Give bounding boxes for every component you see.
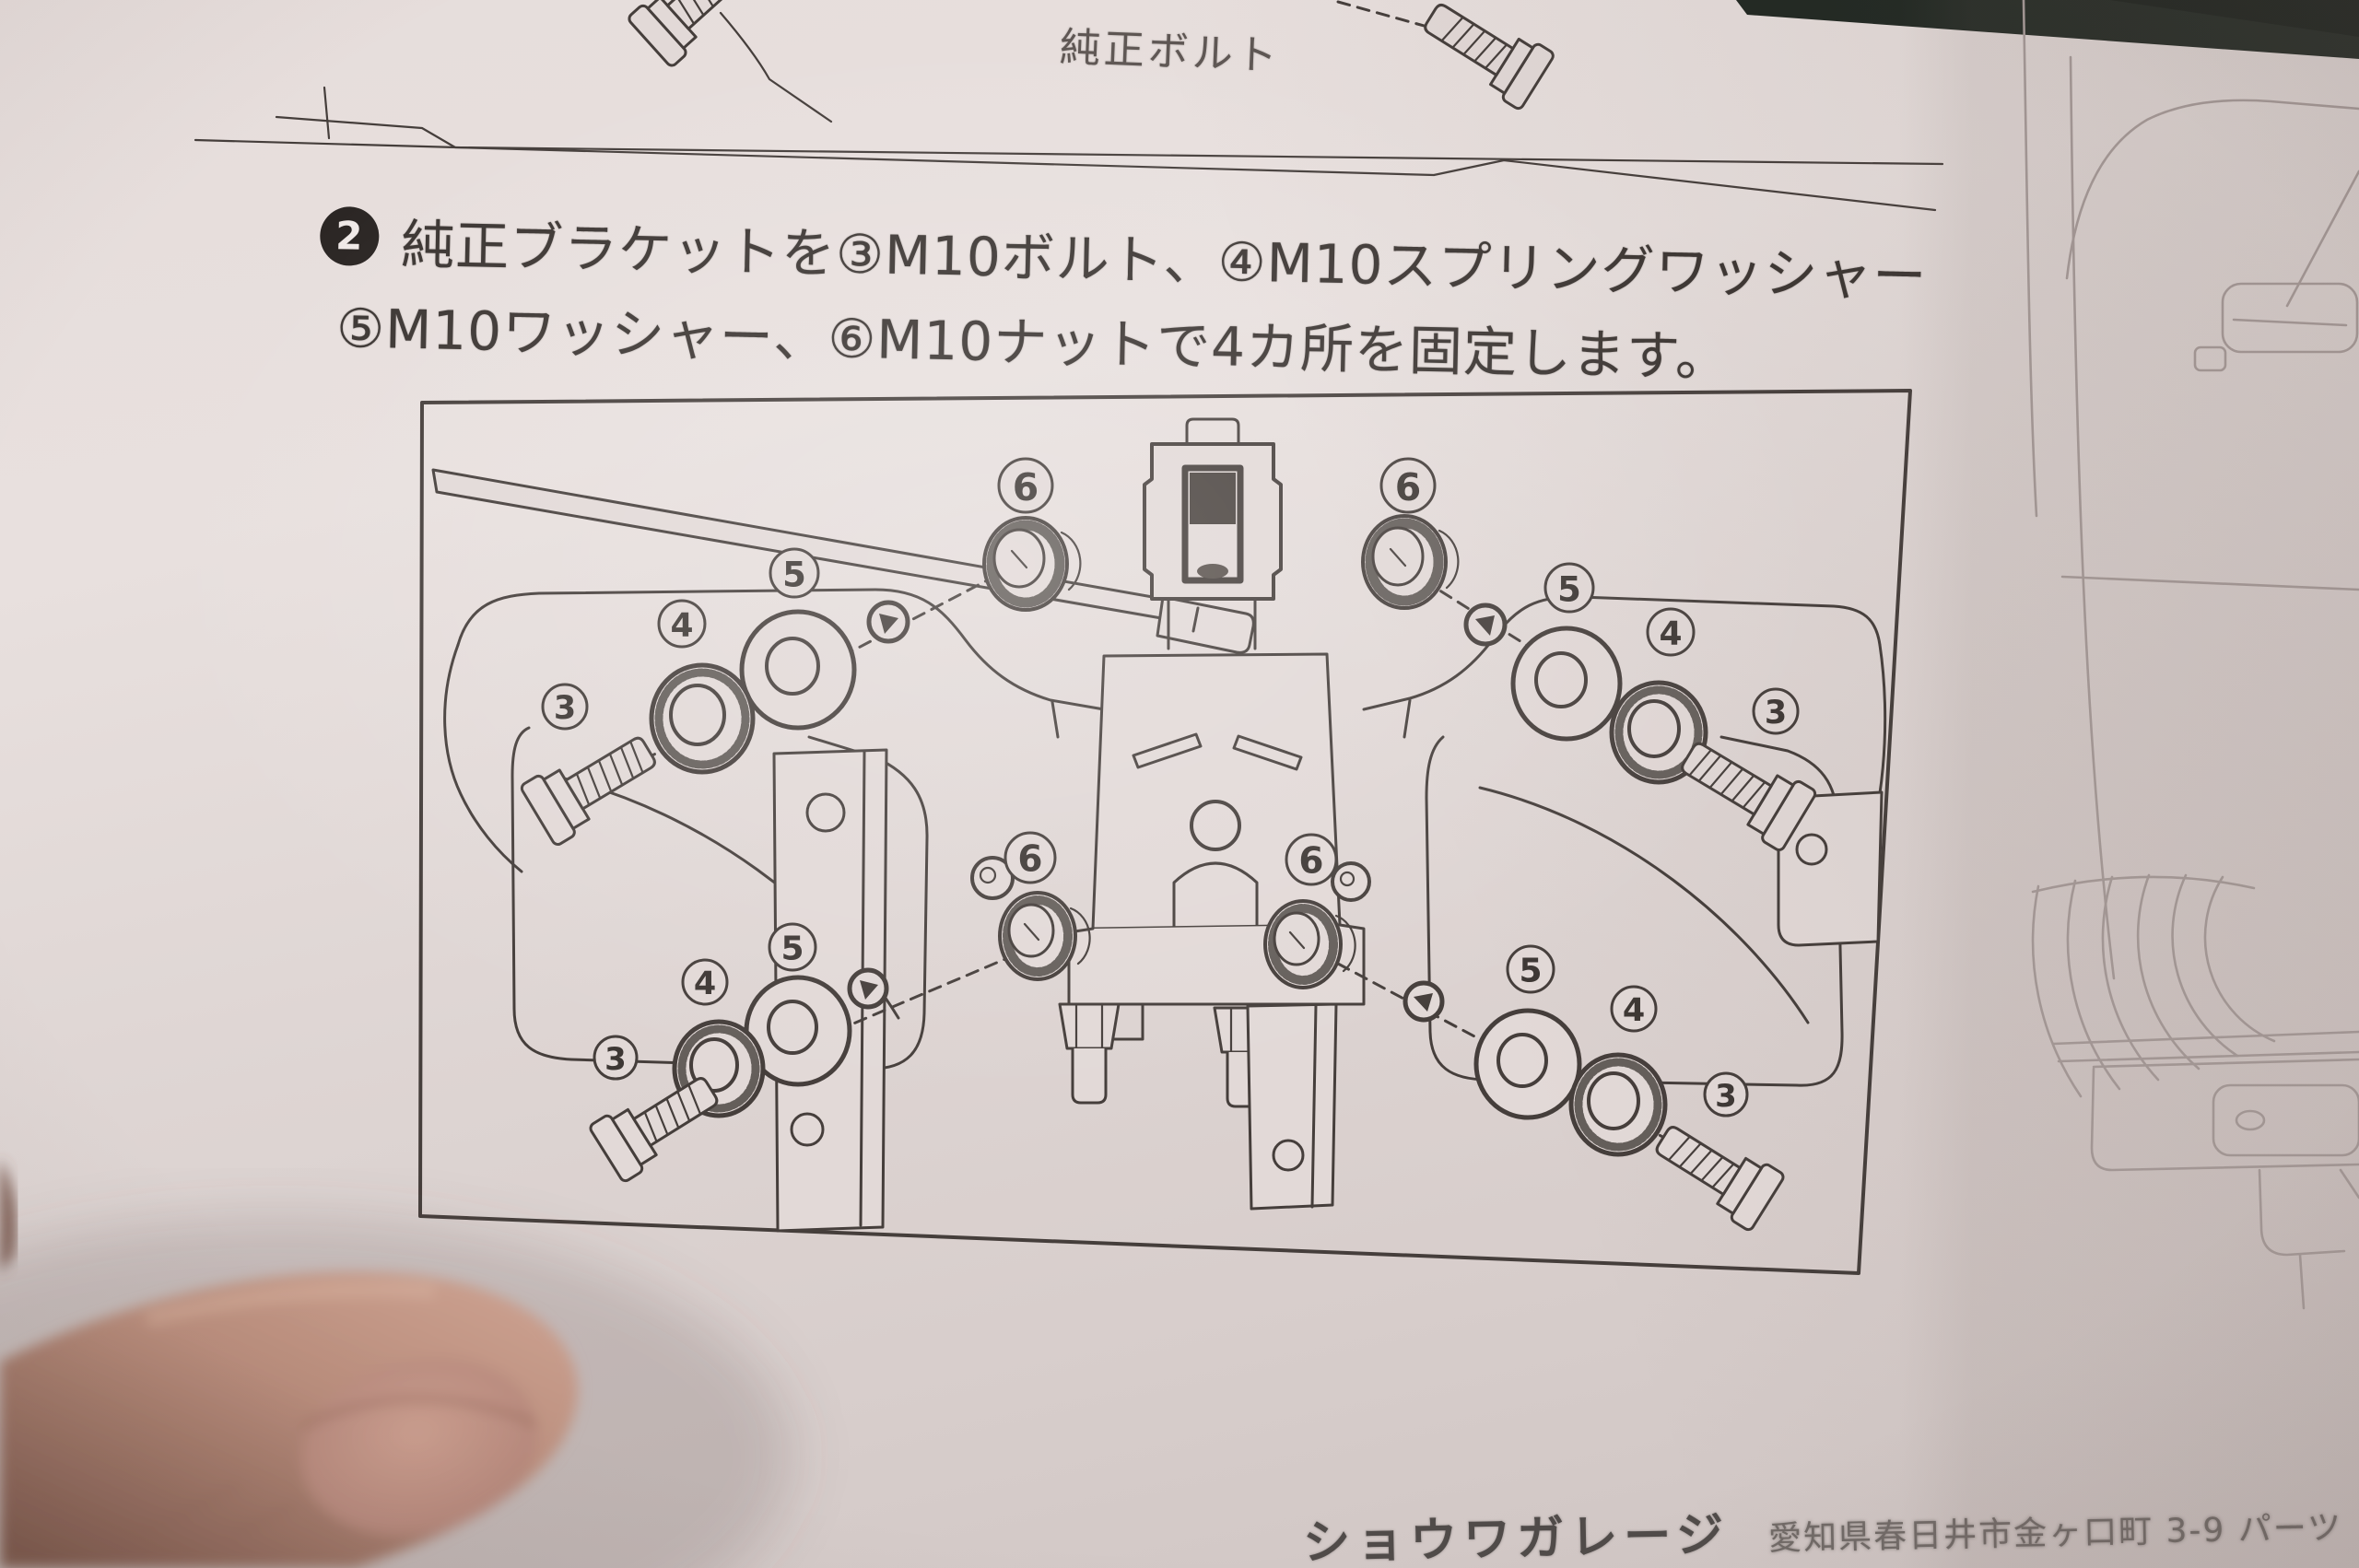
callout-3: 3 xyxy=(593,1035,639,1081)
svg-text:5: 5 xyxy=(780,930,804,968)
callout-4: 4 xyxy=(681,958,729,1006)
svg-text:3: 3 xyxy=(604,1041,627,1078)
fastener-group-lower-left xyxy=(589,967,889,1183)
callout-6: 6 xyxy=(997,457,1054,514)
svg-text:4: 4 xyxy=(1659,615,1682,653)
panel-line xyxy=(275,115,1944,166)
washer-icon xyxy=(739,609,857,731)
washer-small-icon xyxy=(970,856,1015,900)
receiver-opening xyxy=(1181,464,1244,584)
svg-text:3: 3 xyxy=(1765,695,1787,731)
svg-text:6: 6 xyxy=(1298,841,1323,883)
callout-5: 5 xyxy=(1506,944,1555,994)
washer-icon xyxy=(1473,1008,1582,1120)
callout-4: 4 xyxy=(1646,607,1696,657)
flange-nut-icon xyxy=(982,516,1082,612)
bolt-icon xyxy=(1655,1126,1785,1232)
svg-text:4: 4 xyxy=(1623,992,1645,1029)
mounting-plate-right-outer xyxy=(1777,790,1884,947)
callout-6: 6 xyxy=(1379,457,1437,514)
callout-5: 5 xyxy=(1543,562,1595,614)
thumbnail xyxy=(300,1357,538,1536)
washer-small-icon xyxy=(1331,861,1371,902)
flange-nut-icon xyxy=(1263,899,1356,989)
bolt-icon xyxy=(520,736,656,847)
flange-nut-icon xyxy=(998,891,1091,981)
callout-5: 5 xyxy=(769,547,820,599)
callout-4: 4 xyxy=(657,599,707,649)
bolt-icon xyxy=(1681,742,1817,852)
receiver-bracket xyxy=(1058,417,1366,1108)
callout-5: 5 xyxy=(768,922,817,972)
leader-line xyxy=(719,11,833,123)
mount-hole-marker-icon xyxy=(1463,603,1508,647)
spring-washer-icon xyxy=(1609,680,1708,785)
bolt-icon xyxy=(589,1077,719,1183)
svg-text:6: 6 xyxy=(1013,465,1039,509)
svg-text:5: 5 xyxy=(1557,570,1581,610)
door-handle-icon xyxy=(2221,282,2359,354)
callout-3: 3 xyxy=(1752,687,1800,735)
fastener-group-lower-right xyxy=(1402,980,1785,1232)
svg-text:5: 5 xyxy=(782,556,806,595)
vehicle-rear-line-art xyxy=(2022,0,2359,1310)
finger-edge-sliver xyxy=(0,1159,17,1273)
diagram-frame xyxy=(418,389,1912,1275)
svg-text:3: 3 xyxy=(1715,1078,1737,1115)
svg-text:5: 5 xyxy=(1519,953,1542,990)
bracket-assembly-diagram: 3 4 5 6 6 5 4 3 3 4 5 6 6 5 4 3 xyxy=(431,417,1887,1233)
svg-text:6: 6 xyxy=(1017,839,1042,881)
oem-bolt-icon-right xyxy=(1424,3,1555,111)
rocker-line xyxy=(194,138,1937,212)
mount-hole-marker-icon xyxy=(866,600,910,644)
callout-6: 6 xyxy=(1003,831,1057,884)
fastener-group-upper-right xyxy=(1463,603,1817,852)
thumb xyxy=(0,1271,579,1568)
mount-hole-marker-icon xyxy=(847,967,889,1010)
brace-arm xyxy=(431,468,1255,654)
spring-washer-icon xyxy=(1568,1052,1668,1157)
callout-3: 3 xyxy=(1703,1071,1749,1117)
top-oem-bolt-diagram xyxy=(194,0,1944,212)
callout-6: 6 xyxy=(1285,833,1338,886)
svg-text:4: 4 xyxy=(670,607,693,645)
spring-washer-icon xyxy=(649,662,756,775)
mount-hole-marker-icon xyxy=(1402,980,1445,1023)
oem-bolt-icon-left xyxy=(628,0,759,67)
tire-tread-icon xyxy=(2031,873,2276,1098)
keyhole-icon xyxy=(2193,345,2227,372)
svg-text:6: 6 xyxy=(1395,465,1422,509)
stud-bolt-icon xyxy=(1058,1002,1121,1105)
svg-text:4: 4 xyxy=(694,965,716,1002)
mounting-plate-center-right xyxy=(1246,1002,1338,1211)
callout-3: 3 xyxy=(541,683,589,731)
flange-nut-icon xyxy=(1361,514,1460,610)
dark-table-edge xyxy=(1736,0,2359,59)
dark-table-corner xyxy=(2110,0,2359,37)
fastener-group-upper-left xyxy=(520,600,910,847)
callout-4: 4 xyxy=(1610,985,1658,1033)
washer-icon xyxy=(1510,626,1623,742)
svg-text:3: 3 xyxy=(554,690,576,727)
callout-labels: 3 4 5 6 6 5 4 3 3 4 5 6 6 5 4 3 xyxy=(541,457,1800,1117)
bolt-axis-dashed xyxy=(1336,0,1452,35)
